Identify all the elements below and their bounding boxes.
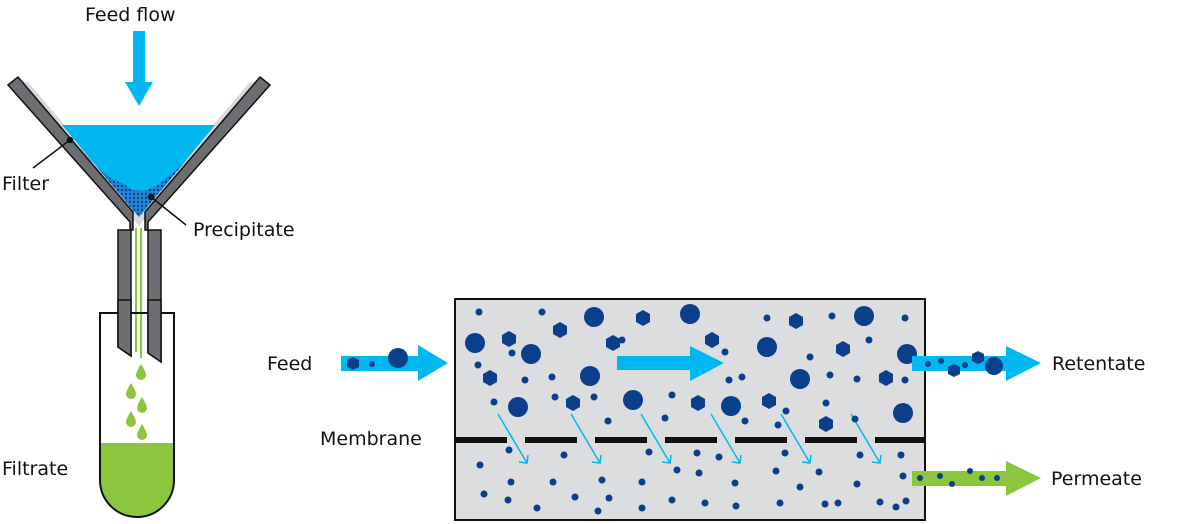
retentate-arrow-icon (912, 346, 1041, 381)
membrane (455, 437, 925, 443)
permeate-arrow-icon (912, 461, 1041, 496)
permeate-particles (476, 446, 910, 515)
filter-leader (32, 139, 71, 169)
droplet-icon (126, 411, 136, 427)
permeation-arrow-icon (497, 413, 529, 464)
droplet-icon (136, 364, 146, 380)
filtrate-stream (135, 228, 142, 358)
crossflow-arrow-icon (617, 346, 724, 381)
droplet-icon (126, 383, 136, 399)
permeation-arrow-icon (780, 413, 812, 464)
droplet-icon (137, 397, 147, 413)
membrane-label: Membrane (320, 428, 422, 450)
permeation-arrow-icon (710, 413, 742, 464)
droplet-icon (137, 424, 147, 440)
droplets (126, 364, 147, 440)
permeate-label: Permeate (1051, 468, 1142, 490)
precipitate-layer (78, 138, 205, 217)
crossflow-filtration: Feed Membrane Retentate Permeate (267, 298, 1145, 521)
filtration-module (454, 298, 926, 521)
permeation-arrows (497, 413, 882, 464)
dead-end-filtration: Feed flow (2, 4, 295, 518)
test-tube-liquid (100, 443, 174, 517)
feed-liquid (62, 125, 215, 217)
precipitate-leader (150, 196, 187, 226)
test-tube (99, 312, 175, 518)
filter-label: Filter (2, 173, 49, 195)
feed-label: Feed (267, 353, 312, 375)
filtrate-label: Filtrate (2, 458, 68, 480)
retentate-label: Retentate (1052, 353, 1145, 375)
feed-flow-arrow-icon (125, 31, 153, 106)
permeation-arrow-icon (640, 413, 672, 464)
feed-flow-label: Feed flow (85, 4, 176, 26)
precipitate-label: Precipitate (193, 219, 295, 241)
permeation-arrow-icon (570, 413, 602, 464)
